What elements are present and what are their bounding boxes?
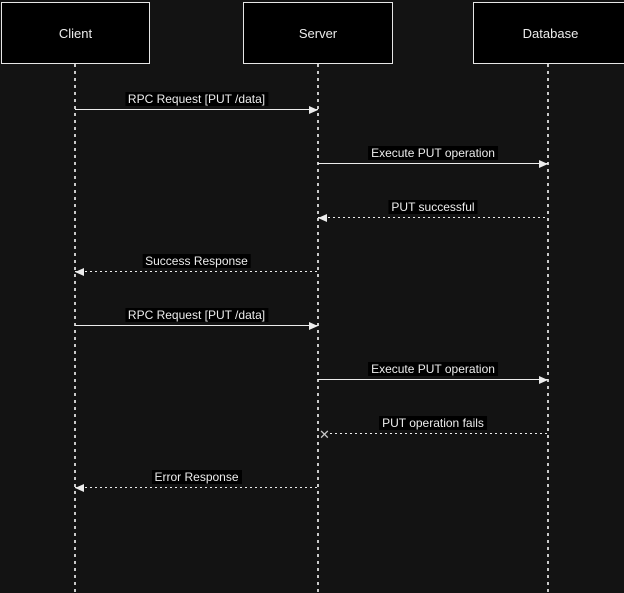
message-label: RPC Request [PUT /data]	[124, 92, 269, 106]
message-line	[75, 271, 318, 272]
message-line	[318, 163, 548, 164]
message-line	[75, 487, 318, 488]
message-line	[318, 217, 548, 218]
message-label: Execute PUT operation	[368, 146, 498, 160]
lifeline-client	[74, 64, 76, 593]
message-execute-put-2: Execute PUT operation	[318, 356, 548, 384]
message-label: PUT operation fails	[379, 416, 487, 430]
message-line	[75, 109, 318, 110]
message-success-response: Success Response	[75, 248, 318, 276]
message-rpc-request-1: RPC Request [PUT /data]	[75, 86, 318, 114]
message-label: Success Response	[142, 254, 251, 268]
message-line	[330, 433, 548, 434]
actor-client: Client	[1, 2, 150, 64]
message-line	[318, 379, 548, 380]
actor-server: Server	[243, 2, 393, 64]
message-line	[75, 325, 318, 326]
arrowhead-icon	[309, 321, 318, 330]
message-label: RPC Request [PUT /data]	[124, 308, 269, 322]
arrowhead-icon	[539, 159, 548, 168]
message-put-operation-fails: PUT operation fails ✕	[318, 410, 548, 441]
arrowhead-icon	[75, 483, 84, 492]
message-rpc-request-2: RPC Request [PUT /data]	[75, 302, 318, 330]
message-put-successful: PUT successful	[318, 194, 548, 222]
arrowhead-icon	[539, 375, 548, 384]
message-execute-put-1: Execute PUT operation	[318, 140, 548, 168]
arrowhead-icon	[309, 105, 318, 114]
arrowhead-icon	[75, 267, 84, 276]
actor-client-label: Client	[58, 25, 93, 41]
actor-server-label: Server	[298, 25, 338, 41]
actor-database-label: Database	[522, 25, 579, 41]
message-label: Error Response	[151, 470, 242, 484]
actor-database: Database	[473, 2, 624, 64]
arrowhead-icon	[318, 213, 327, 222]
message-label: Execute PUT operation	[368, 362, 498, 376]
message-error-response: Error Response	[75, 464, 318, 492]
message-label: PUT successful	[388, 200, 478, 214]
fail-cross-icon: ✕	[319, 427, 330, 442]
lifeline-database	[547, 64, 549, 593]
